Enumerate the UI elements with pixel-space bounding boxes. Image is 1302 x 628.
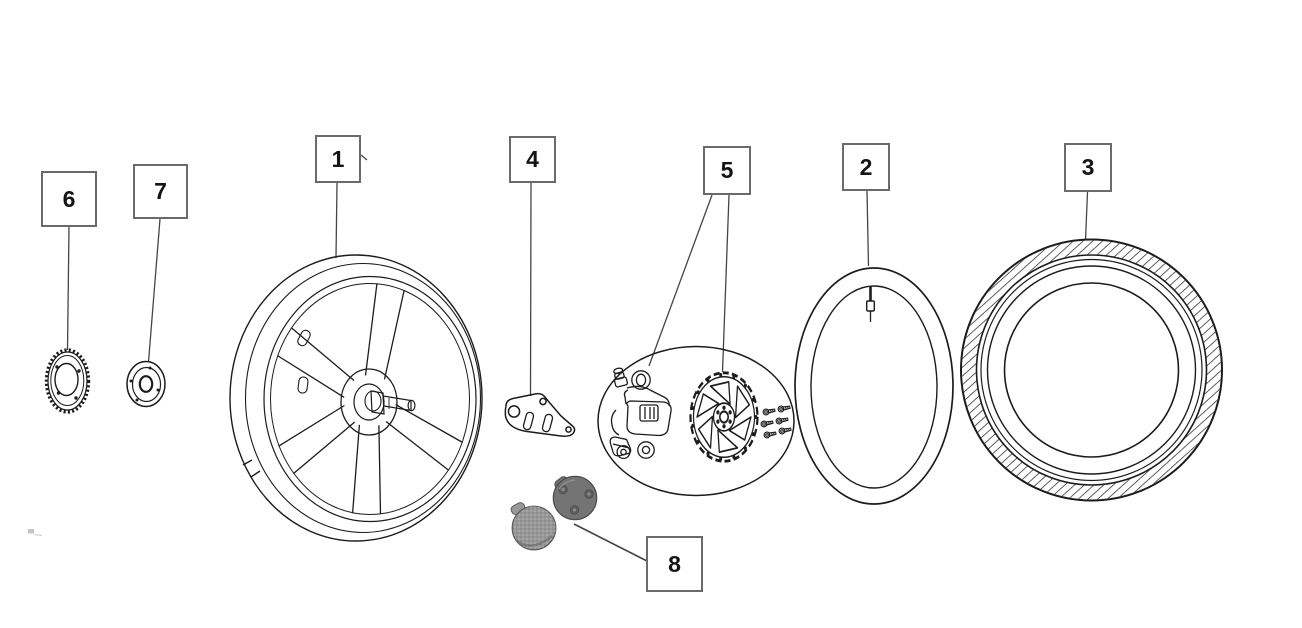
part-label-6[interactable]: 6 bbox=[41, 171, 97, 227]
part-label-4[interactable]: 4 bbox=[509, 136, 556, 183]
leader-lines bbox=[66, 154, 1089, 562]
brake-pads-drawing bbox=[510, 475, 598, 551]
sprocket-drawing bbox=[44, 348, 91, 414]
flange-nut-drawing bbox=[126, 360, 166, 408]
part-label-8[interactable]: 8 bbox=[646, 536, 703, 592]
brake-group-drawing bbox=[597, 345, 795, 497]
rotor-drawing bbox=[689, 371, 759, 463]
part-label-8-number: 8 bbox=[668, 550, 681, 577]
inner-tube-drawing bbox=[794, 267, 954, 505]
valve-stem-drawing bbox=[866, 286, 876, 322]
part-label-1-number: 1 bbox=[331, 145, 345, 172]
part-label-4-number: 4 bbox=[526, 146, 539, 172]
tire-drawing bbox=[960, 238, 1223, 502]
part-label-7-number: 7 bbox=[154, 178, 167, 204]
part-label-6-number: 6 bbox=[62, 185, 76, 212]
part-label-7[interactable]: 7 bbox=[133, 164, 188, 219]
print-artifact bbox=[28, 529, 43, 537]
part-label-2[interactable]: 2 bbox=[842, 143, 890, 191]
part-label-5[interactable]: 5 bbox=[703, 146, 751, 195]
caliper-drawing bbox=[609, 367, 672, 460]
part-label-3[interactable]: 3 bbox=[1064, 143, 1112, 192]
part-label-5-number: 5 bbox=[720, 157, 734, 183]
part-label-2-number: 2 bbox=[859, 153, 873, 180]
part-label-3-number: 3 bbox=[1081, 154, 1095, 180]
part-label-1[interactable]: 1 bbox=[315, 135, 361, 183]
brake-pad-friction bbox=[510, 502, 557, 551]
wheel-drawing bbox=[229, 254, 483, 542]
bracket-drawing bbox=[504, 392, 576, 437]
brake-pad-backplate bbox=[552, 475, 598, 521]
rotor-bolts-drawing bbox=[760, 405, 792, 439]
